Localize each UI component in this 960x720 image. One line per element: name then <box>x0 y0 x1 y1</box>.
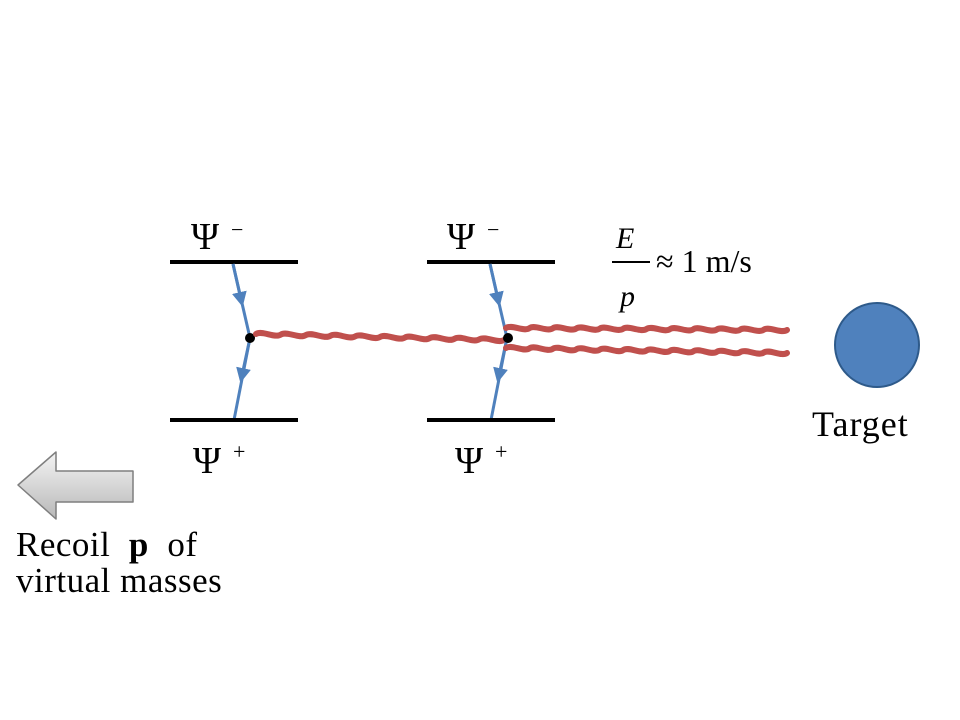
right-lower-psi: Ψ <box>455 440 483 482</box>
velocity-formula: E p ≈ 1 m/s <box>612 222 752 313</box>
recoil-indicator: Recoil p of virtual masses <box>16 451 222 600</box>
right-transition: Ψ − Ψ + <box>427 216 555 482</box>
right-lower-sign: + <box>495 439 507 464</box>
recoil-caption-suffix: of <box>158 525 197 564</box>
formula-relation: ≈ 1 m/s <box>656 243 752 279</box>
formula-numerator: E <box>615 222 634 255</box>
left-upper-psi: Ψ <box>191 216 219 258</box>
left-lower-sign: + <box>233 439 245 464</box>
photon-outgoing-lower <box>503 343 790 358</box>
right-fermion-arrow-lower <box>493 337 509 383</box>
photon-outgoing-upper <box>503 323 790 335</box>
left-vertex-dot <box>245 333 255 343</box>
target-circle-icon <box>834 302 920 388</box>
recoil-caption-prefix: Recoil <box>16 525 120 564</box>
right-upper-psi: Ψ <box>447 216 475 258</box>
left-transition: Ψ − Ψ + <box>170 216 298 482</box>
recoil-caption-line2: virtual masses <box>16 561 222 600</box>
right-vertex-dot <box>503 333 513 343</box>
recoil-caption-line1: Recoil p of <box>16 525 198 564</box>
recoil-caption-momentum: p <box>129 525 149 564</box>
target: Target <box>812 302 920 444</box>
formula-denominator: p <box>618 280 635 313</box>
right-fermion-arrow-upper <box>488 263 504 307</box>
photon-middle <box>253 329 507 345</box>
left-lower-psi: Ψ <box>193 440 221 482</box>
left-arrow-icon <box>17 451 134 520</box>
target-label: Target <box>812 404 909 444</box>
left-fermion-arrow-upper <box>231 263 247 307</box>
right-upper-sign: − <box>487 217 499 242</box>
left-fermion-arrow-lower <box>236 337 252 383</box>
right-upper-state-label: Ψ − <box>447 216 499 258</box>
left-lower-state-label: Ψ + <box>193 439 245 482</box>
left-upper-state-label: Ψ − <box>191 216 243 258</box>
left-upper-sign: − <box>231 217 243 242</box>
right-lower-state-label: Ψ + <box>455 439 507 482</box>
